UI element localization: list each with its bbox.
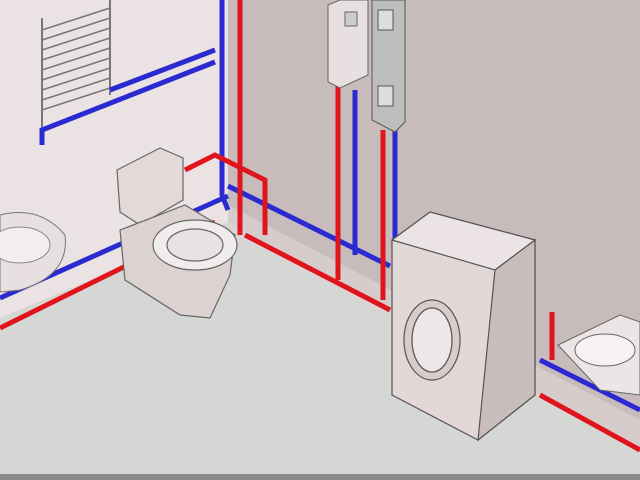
washing-machine bbox=[390, 211, 537, 442]
electrical-panel bbox=[371, 0, 406, 133]
water-heater bbox=[327, 0, 369, 89]
bottom-bar bbox=[0, 474, 640, 480]
toilet bbox=[116, 147, 238, 319]
towel-radiator bbox=[41, 0, 111, 128]
sink-right bbox=[557, 314, 640, 396]
sink-left bbox=[0, 212, 66, 293]
hot-water-pipes bbox=[0, 0, 640, 453]
